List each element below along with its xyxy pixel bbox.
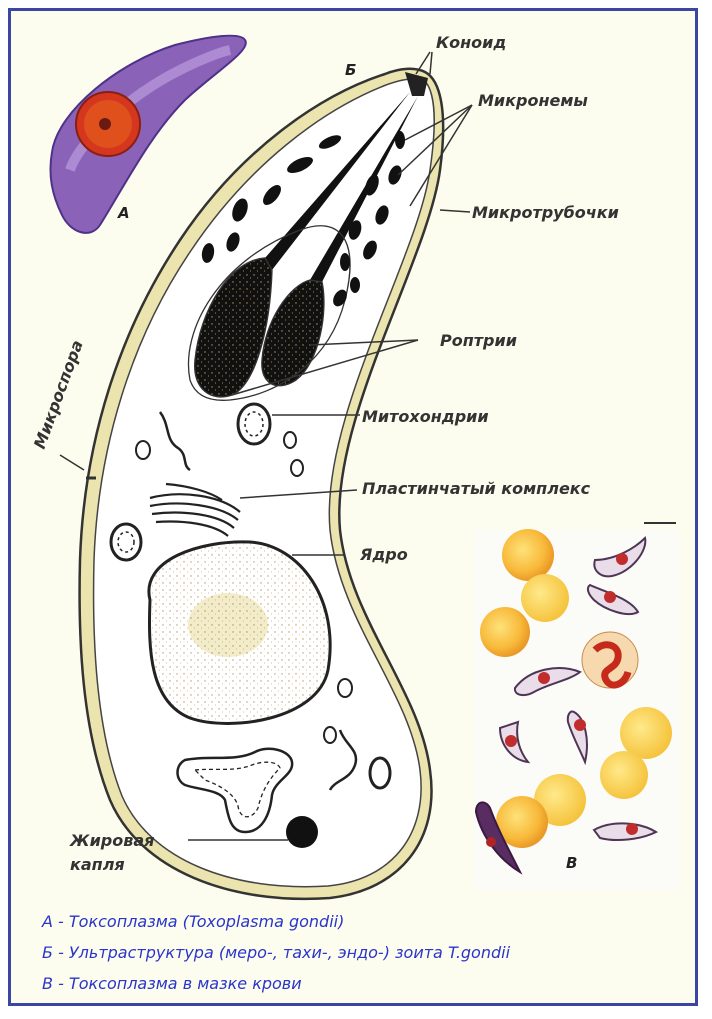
label-lipid-drop-line1: Жировая — [69, 831, 154, 850]
panel-letter-a: А — [117, 204, 130, 222]
label-lipid-drop-line2: капля — [70, 855, 125, 874]
label-golgi-complex: Пластинчатый комплекс — [362, 479, 591, 498]
label-microtubules: Микротрубочки — [472, 203, 619, 222]
label-mitochondria: Митохондрии — [362, 407, 489, 426]
label-nucleus: Ядро — [359, 545, 408, 564]
panel-letter-v: В — [566, 854, 577, 872]
caption-v: В - Токсоплазма в мазке крови — [42, 974, 302, 993]
label-micronemes: Микронемы — [478, 91, 588, 110]
label-rhoptries: Роптрии — [440, 331, 517, 350]
panel-v-blood-smear-image — [474, 523, 679, 890]
caption-a: А - Токсоплазма (Toxoplasma gondii) — [42, 912, 344, 931]
label-conoid: Коноид — [436, 33, 506, 52]
panel-letter-b: Б — [345, 61, 356, 79]
label-micropore: Микроспора — [30, 338, 87, 452]
caption-b: Б - Ультраструктура (меро-, тахи-, эндо-… — [42, 943, 510, 962]
